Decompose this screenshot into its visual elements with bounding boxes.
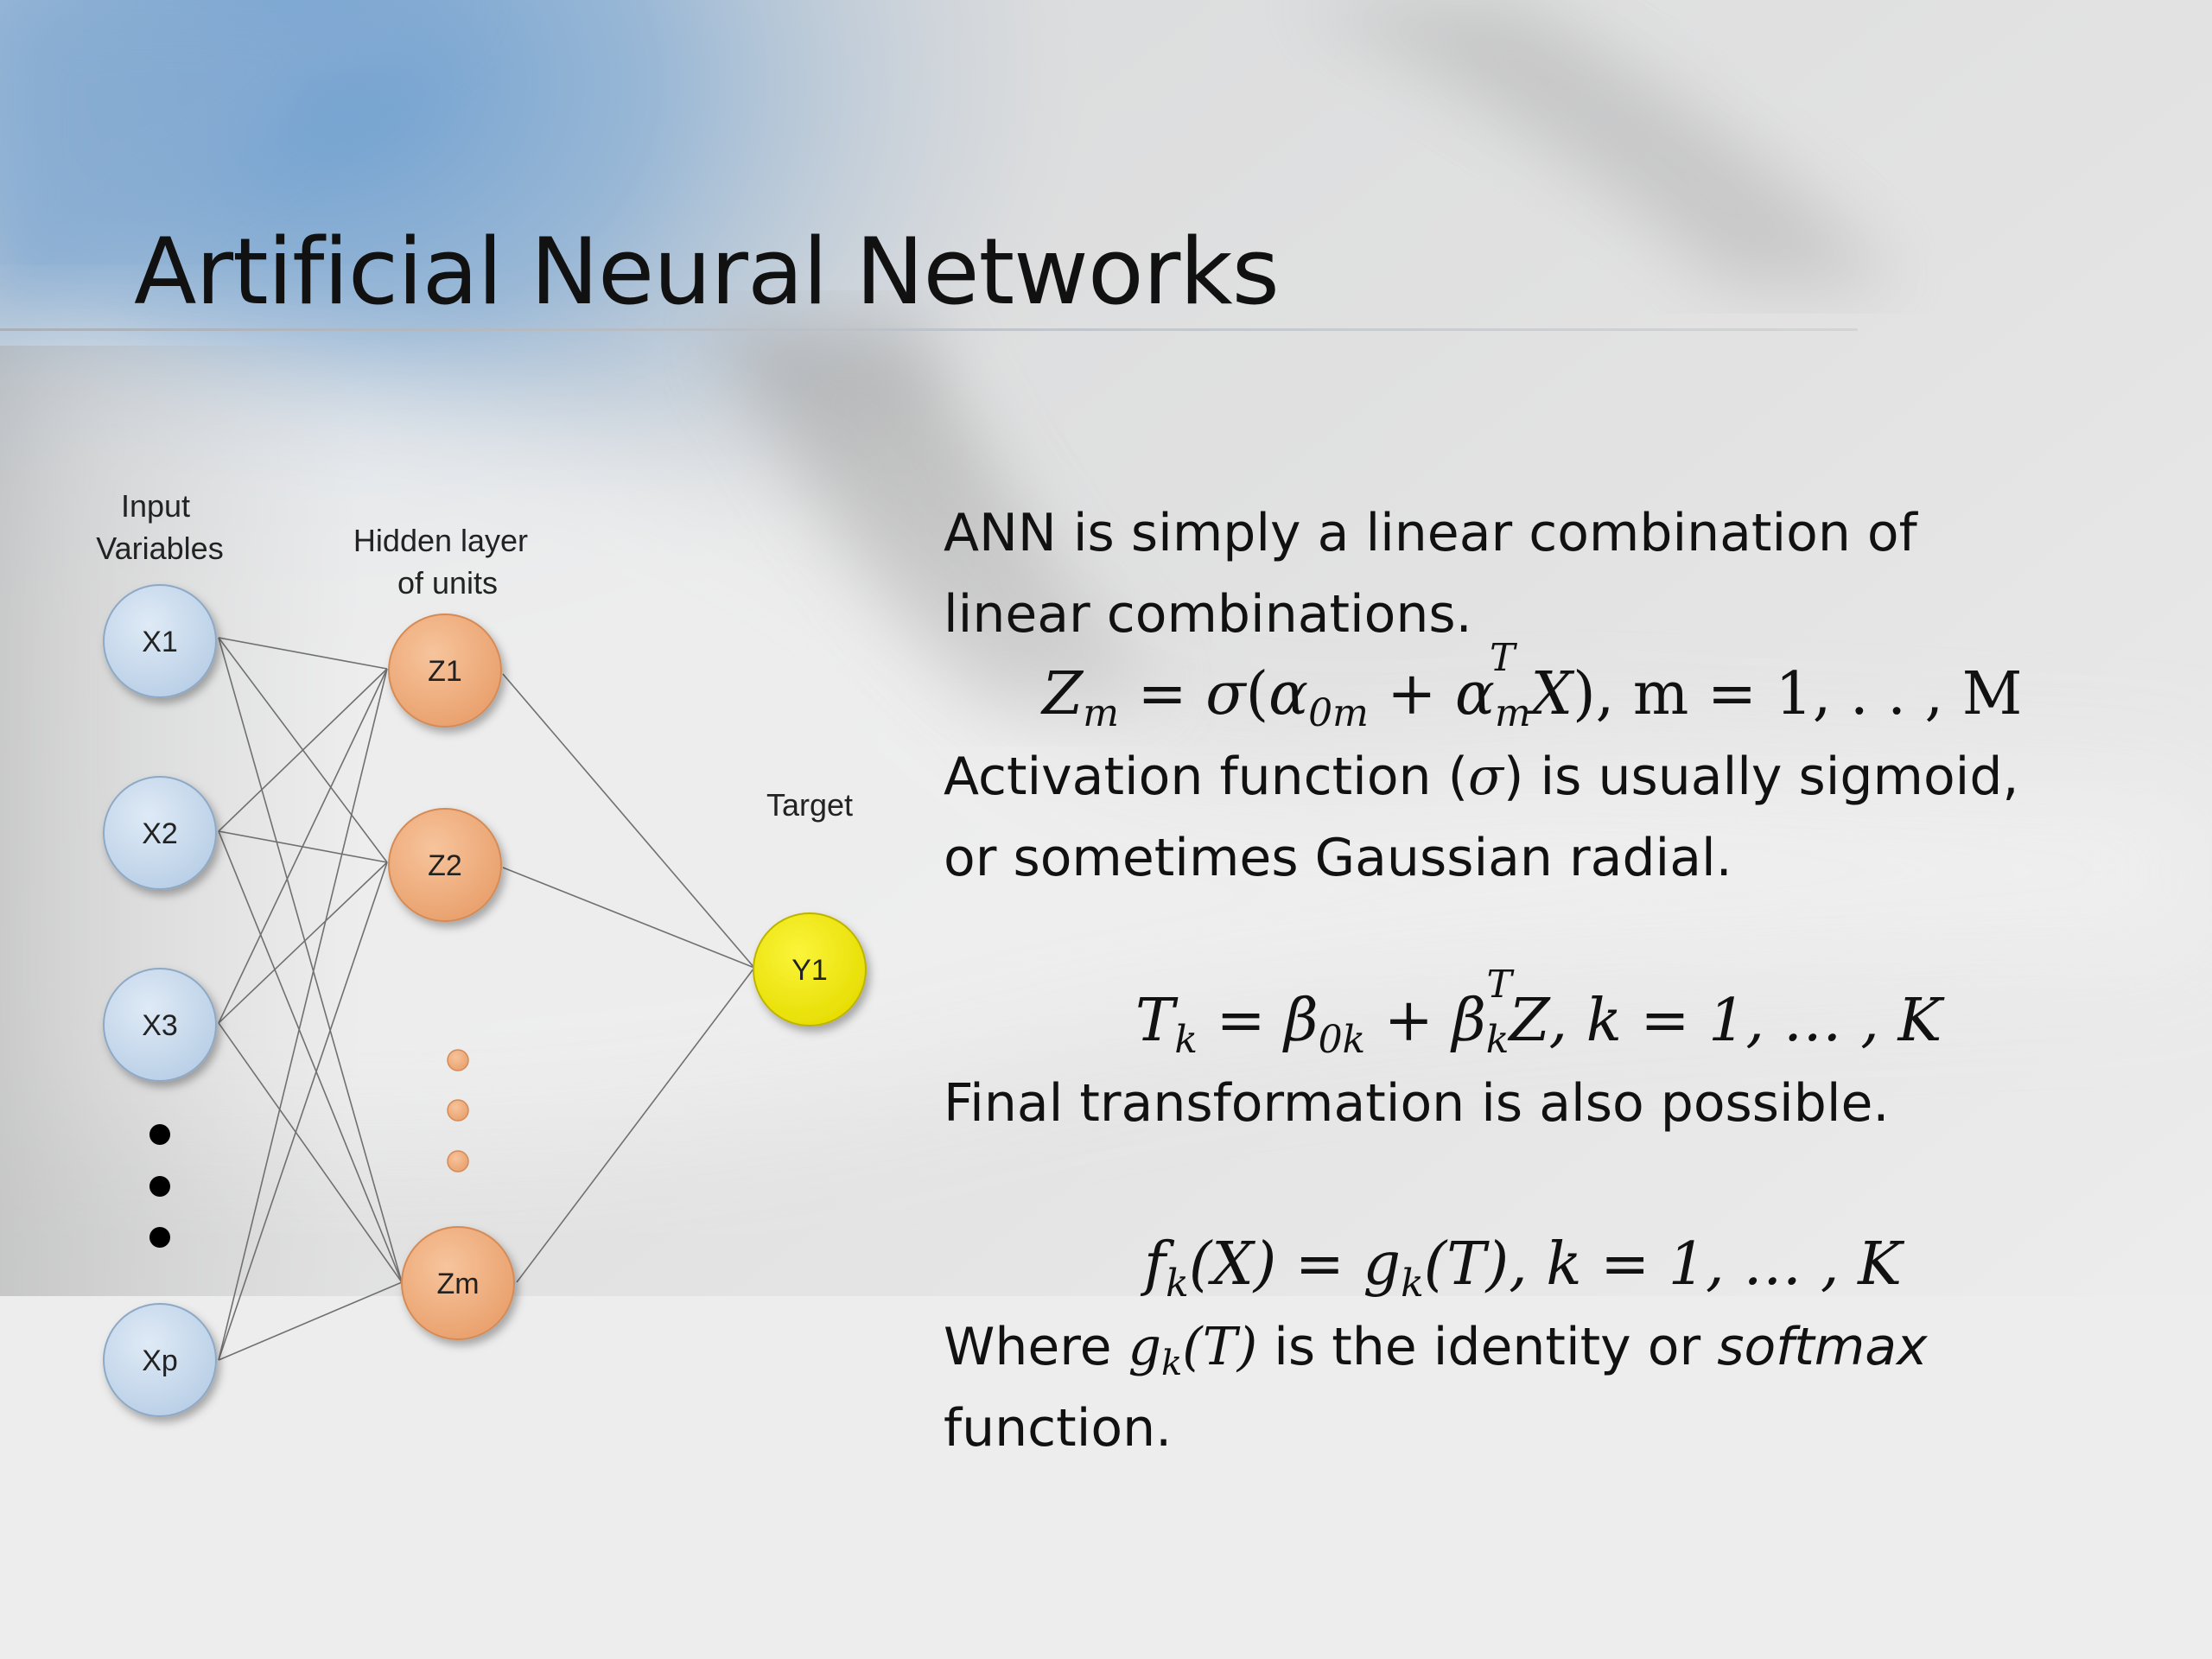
- edge: [218, 668, 388, 832]
- edge: [218, 830, 403, 1283]
- title-divider: [0, 328, 1858, 331]
- input-header: Input Variables: [96, 488, 223, 566]
- svg-text:X1: X1: [142, 626, 178, 658]
- slide-title: Artificial Neural Networks: [134, 219, 1280, 325]
- svg-text:Y1: Y1: [791, 954, 828, 987]
- text-line-2: linear combinations.: [944, 584, 1472, 645]
- edge: [218, 637, 388, 670]
- edge: [218, 1281, 403, 1361]
- text-line-7: function.: [944, 1398, 1173, 1459]
- input-node-x3: X3: [103, 968, 217, 1082]
- text-line-3: Activation function (σ) is usually sigmo…: [944, 747, 2019, 807]
- text-line-4: or sometimes Gaussian radial.: [944, 828, 1732, 888]
- svg-text:X2: X2: [142, 817, 178, 850]
- edge: [218, 668, 388, 1361]
- edge: [218, 861, 388, 1024]
- hidden-header: Hidden layer of units: [353, 523, 537, 601]
- input-node-xp: Xp: [103, 1303, 217, 1417]
- diagram-edges: [218, 637, 755, 1361]
- edge: [516, 967, 755, 1283]
- text-line-5: Final transformation is also possible.: [944, 1073, 1890, 1134]
- svg-text:Z1: Z1: [428, 655, 462, 688]
- svg-text:Zm: Zm: [436, 1268, 479, 1300]
- text-line-1: ANN is simply a linear combination of: [944, 503, 1917, 563]
- edge: [502, 867, 755, 969]
- svg-text:X3: X3: [142, 1009, 178, 1042]
- input-node-x2: X2: [103, 776, 217, 890]
- hidden-ellipsis: [447, 1049, 469, 1173]
- edge: [218, 637, 403, 1283]
- hidden-node-z2: Z2: [388, 808, 502, 922]
- svg-text:Xp: Xp: [142, 1344, 178, 1377]
- svg-text:Z2: Z2: [428, 849, 462, 882]
- edge: [502, 673, 755, 969]
- output-node-y1: Y1: [753, 912, 867, 1027]
- edge: [218, 1022, 403, 1283]
- equation-final-output: fk(X) = gk(T), k = 1, … , K: [1144, 1230, 1902, 1306]
- target-header: Target: [766, 787, 853, 823]
- hidden-node-zm: Zm: [401, 1226, 515, 1340]
- input-ellipsis: [149, 1124, 170, 1248]
- input-node-x1: X1: [103, 584, 217, 698]
- edge: [218, 861, 388, 1361]
- hidden-node-z1: Z1: [388, 613, 502, 728]
- edge: [218, 668, 388, 1024]
- neural-network-diagram: Input Variables Hidden layer of units Ta…: [96, 488, 867, 1417]
- text-line-6: Where gk(T) is the identity or softmax: [944, 1317, 1928, 1383]
